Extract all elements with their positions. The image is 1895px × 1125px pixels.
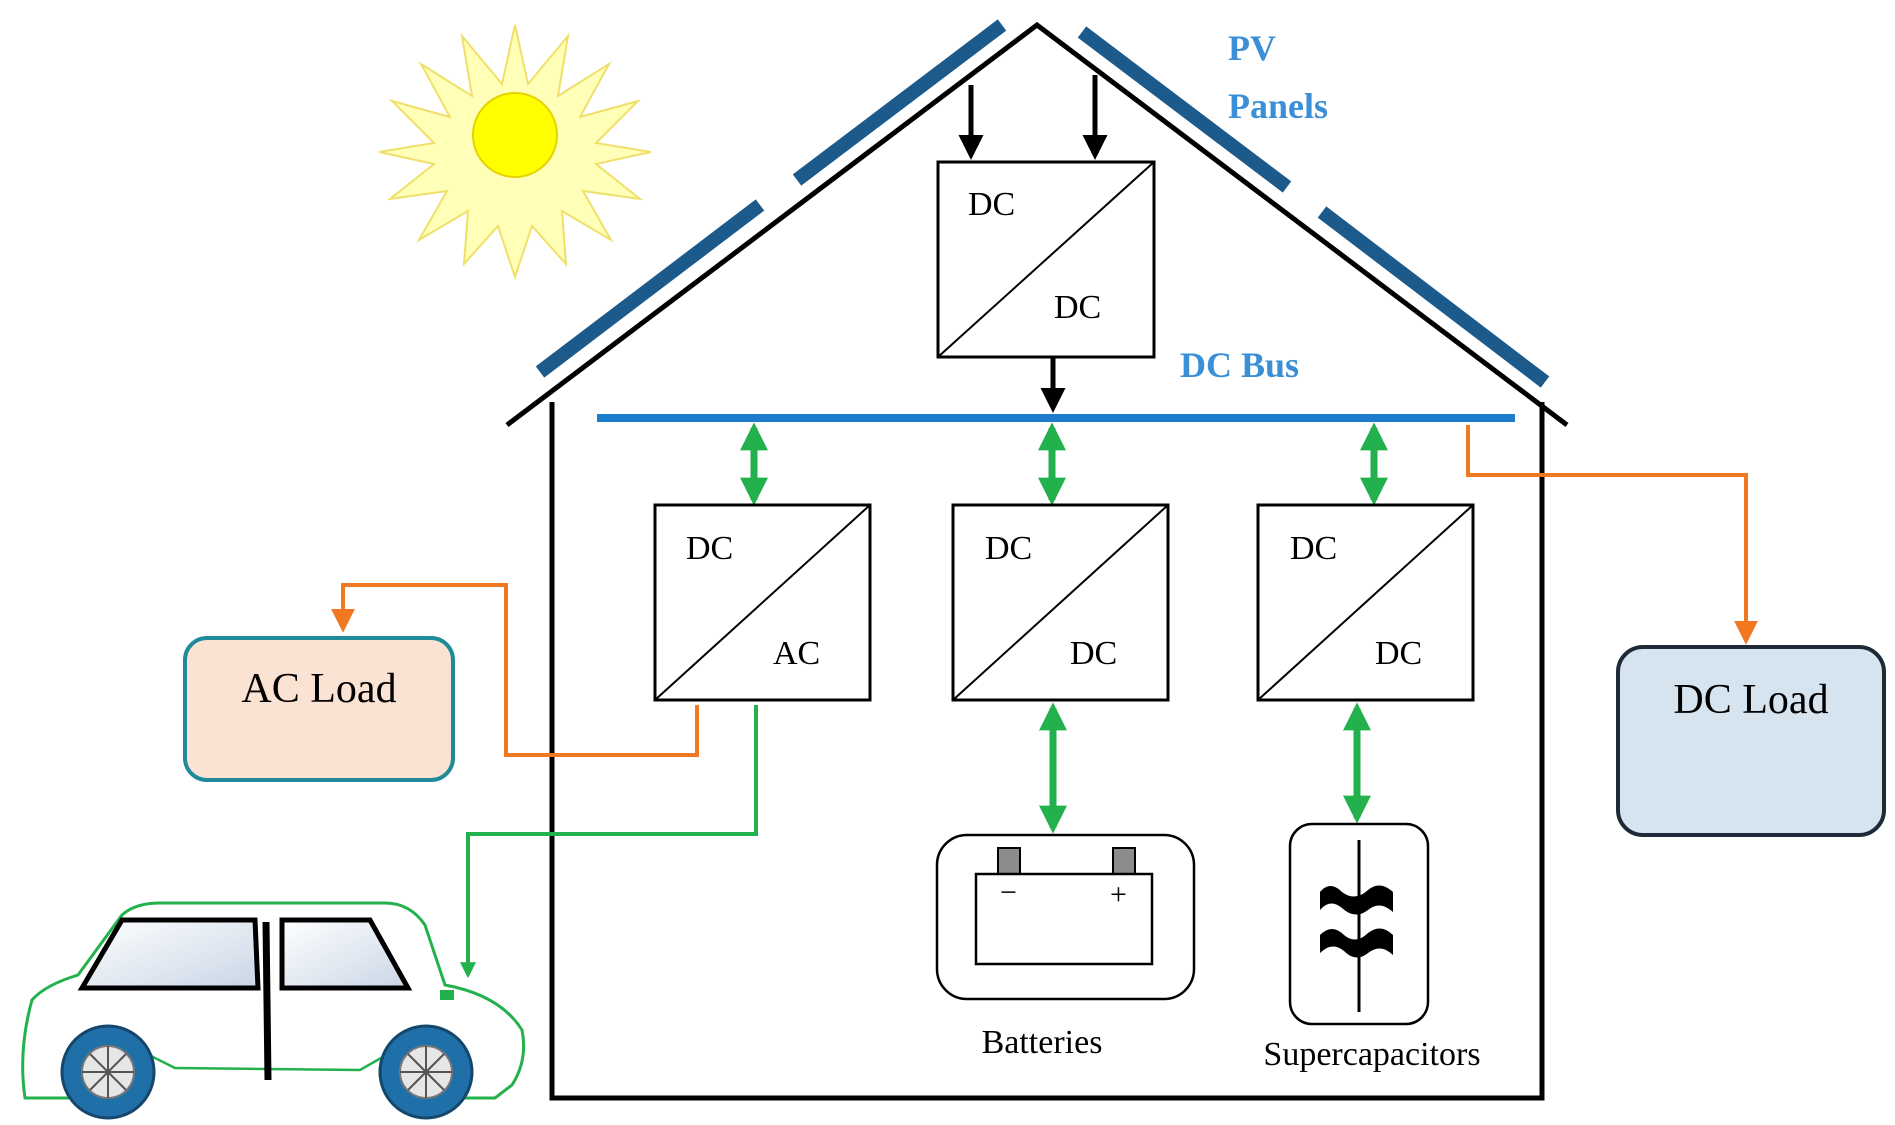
battery-converter-bottom-label: DC <box>1070 635 1117 672</box>
supercapacitors-label: Supercapacitors <box>1263 1036 1480 1073</box>
inverter-to-ac-load-line <box>331 583 699 757</box>
supercap-converter-top-label: DC <box>1290 530 1337 567</box>
bus-to-dc-load-line <box>1466 425 1758 645</box>
pv-panels <box>535 19 1550 388</box>
batteries-label: Batteries <box>982 1024 1103 1061</box>
dc-ac-inverter: DC AC <box>653 503 872 702</box>
battery-converter-top-label: DC <box>985 530 1032 567</box>
dc-bus-label: DC Bus <box>1180 345 1299 385</box>
sun-icon <box>378 24 652 281</box>
house-roof <box>505 21 1569 427</box>
pv-dc-dc-converter: DC DC <box>936 160 1156 359</box>
inverter-bottom-label: AC <box>773 635 820 672</box>
rear-wheel-icon <box>378 1024 474 1120</box>
front-wheel-icon <box>60 1024 156 1120</box>
battery-icon: − + <box>935 833 1196 1001</box>
ac-load-label: AC Load <box>241 666 396 712</box>
dc-load-box: DC Load <box>1616 645 1886 837</box>
ac-load-box: AC Load <box>183 636 455 782</box>
supercap-converter-bottom-label: DC <box>1375 635 1422 672</box>
supercap-dc-dc-converter: DC DC <box>1256 503 1475 702</box>
pv-converter-top-label: DC <box>968 186 1015 223</box>
battery-dc-dc-converter: DC DC <box>951 503 1170 702</box>
dc-load-label: DC Load <box>1673 677 1828 723</box>
battery-minus-sign: − <box>1000 876 1017 909</box>
supercapacitor-icon <box>1288 822 1430 1026</box>
house-walls <box>549 402 1545 1101</box>
pv-label-line1: PV <box>1228 28 1276 68</box>
inverter-top-label: DC <box>686 530 733 567</box>
pv-label-line2: Panels <box>1228 86 1328 126</box>
battery-plus-sign: + <box>1110 878 1127 911</box>
pv-converter-bottom-label: DC <box>1054 289 1101 326</box>
electric-car-icon <box>21 901 526 1120</box>
inverter-to-car-line <box>460 705 758 979</box>
